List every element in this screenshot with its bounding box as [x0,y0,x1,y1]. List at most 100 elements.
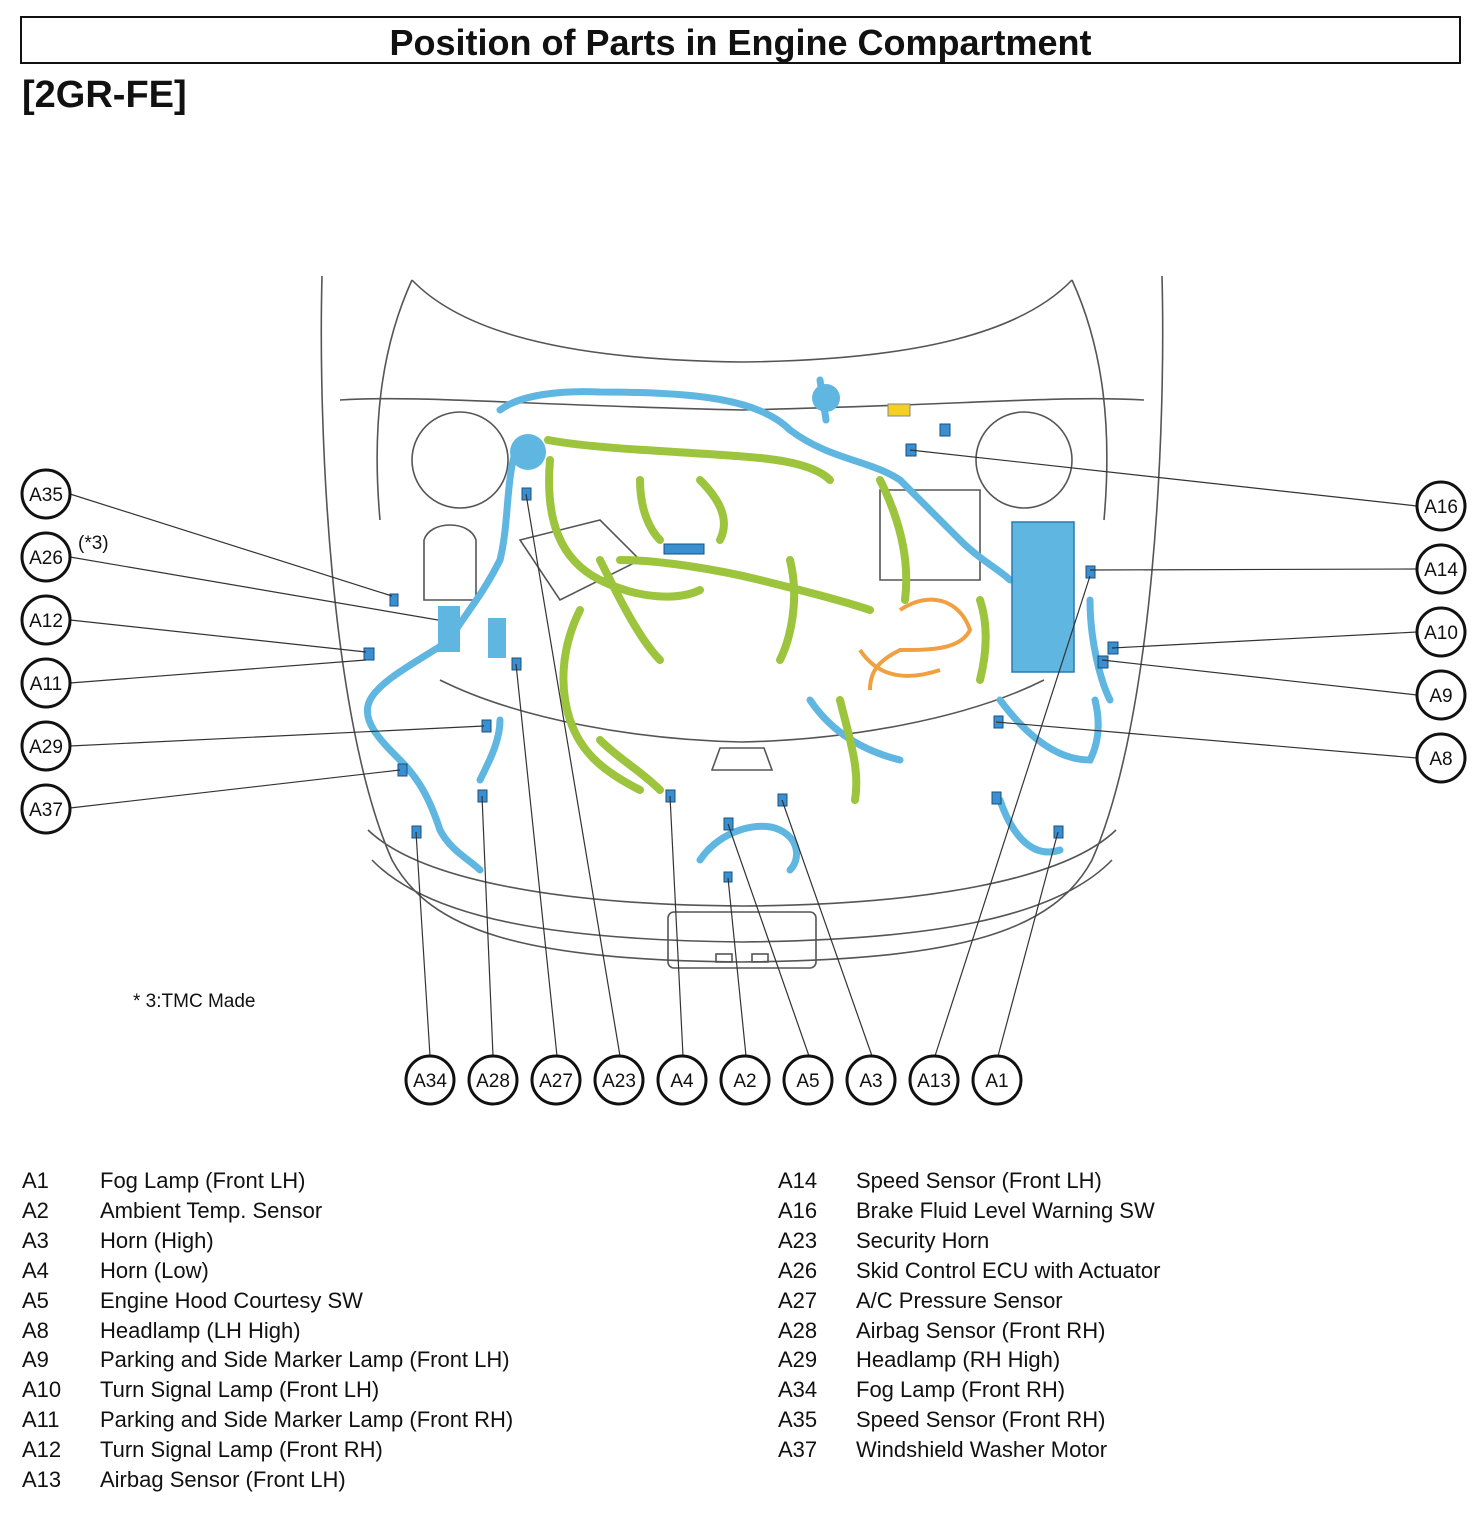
callout-circle [719,1054,771,1106]
legend-name: Parking and Side Marker Lamp (Front RH) [100,1407,514,1433]
callout-circle [908,1054,960,1106]
callout-label: A1 [985,1071,1008,1092]
callout-a3: A3 [845,1054,897,1106]
callout-a29: A29 [20,720,72,772]
callout-label: A13 [917,1071,951,1092]
callout-a1: A1 [971,1054,1023,1106]
leader-lines [69,449,1418,1057]
callout-label: A10 [1424,623,1458,644]
callout-circle [1415,669,1467,721]
legend-name: Windshield Washer Motor [856,1437,1108,1463]
legend-name: Headlamp (LH High) [100,1317,301,1343]
callout-label: A37 [29,800,63,821]
callout-label: A2 [733,1071,756,1092]
legend-code: A11 [22,1407,60,1433]
green-harness [544,436,990,804]
callout-circle [1415,606,1467,658]
callout-a37: A37 [20,783,72,835]
footnote: * 3:TMC Made [133,991,256,1012]
callout-circle [593,1054,645,1106]
callout-label: A5 [796,1071,819,1092]
callout-circle [20,783,72,835]
callout-circle [20,657,72,709]
callout-a26: A26 [20,531,72,583]
callout-circle [782,1054,834,1106]
callout-a4: A4 [656,1054,708,1106]
legend-code: A37 [778,1437,818,1463]
callout-label: A27 [539,1071,573,1092]
legend-name: Speed Sensor (Front LH) [856,1168,1102,1193]
legend-code: A3 [22,1227,49,1253]
legend-name: Fog Lamp (Front RH) [856,1377,1066,1403]
legend-code: A8 [22,1317,49,1343]
legend-code: A26 [778,1257,818,1283]
callout-a10: A10 [1415,606,1467,658]
legend-code: A1 [22,1168,49,1193]
legend-name: Security Horn [856,1227,990,1253]
callout-circle [530,1054,582,1106]
callout-circle [20,594,72,646]
legend-name: Parking and Side Marker Lamp (Front LH) [100,1347,510,1373]
callout-a11: A11 [20,657,72,709]
legend-code: A9 [22,1347,49,1373]
callout-label: A14 [1424,560,1458,581]
legend-code: A4 [22,1257,49,1283]
callout-circle [20,720,72,772]
callout-circle [467,1054,519,1106]
legend-code: A10 [22,1377,62,1403]
legend-name: Airbag Sensor (Front RH) [856,1317,1106,1343]
brake-fluid-reservoir [812,384,840,412]
callout-a35: A35 [20,468,72,520]
legend-code: A5 [22,1287,49,1313]
callout-label: A23 [602,1071,636,1092]
callout-a23: A23 [593,1054,645,1106]
legend-name: Ambient Temp. Sensor [100,1197,323,1223]
callout-label: A8 [1429,749,1452,770]
title-box: Position of Parts in Engine Compartment [20,16,1461,64]
legend-code: A13 [22,1467,62,1492]
legend-name: Turn Signal Lamp (Front LH) [100,1377,380,1403]
skid-control-ecu [438,606,460,652]
callout-a14: A14 [1415,543,1467,595]
legend-code: A28 [778,1317,818,1343]
callout-label: A12 [29,611,63,632]
legend-code: A27 [778,1287,818,1313]
legend-name: Brake Fluid Level Warning SW [856,1197,1155,1223]
legend-code: A29 [778,1347,818,1373]
callout-circle [656,1054,708,1106]
callout-circle [1415,480,1467,532]
callout-label: A11 [30,674,62,695]
legend-name: A/C Pressure Sensor [856,1287,1063,1313]
callout-label: A4 [670,1071,694,1092]
legend-code: A35 [778,1407,818,1433]
callout-a5: A5 [782,1054,834,1106]
callout-label: A9 [1429,686,1452,707]
callout-a12: A12 [20,594,72,646]
callout-label: A26 [29,548,63,569]
legend-name: Airbag Sensor (Front LH) [100,1467,346,1492]
legend-name: Speed Sensor (Front RH) [856,1407,1106,1433]
callout-circle [1415,543,1467,595]
callout-a13: A13 [908,1054,960,1106]
tmc-annotation: (*3) [78,533,109,554]
callout-a34: A34 [404,1054,456,1106]
legend-name: Engine Hood Courtesy SW [100,1287,363,1313]
callout-label: A28 [476,1071,510,1092]
washer-tank-pipe [488,618,506,658]
page-title: Position of Parts in Engine Compartment [389,22,1092,63]
callout-label: A35 [29,485,63,506]
callout-a27: A27 [530,1054,582,1106]
callout-label: A29 [29,737,63,758]
callout-label: A3 [859,1071,882,1092]
legend-code: A12 [22,1437,62,1463]
engine-code: [2GR-FE] [22,74,187,116]
vehicle-outline [320,275,1164,969]
callout-a16: A16 [1415,480,1467,532]
callout-a8: A8 [1415,732,1467,784]
orange-wire [858,597,973,691]
legend-code: A2 [22,1197,49,1223]
fuse-relay-box [1011,521,1075,673]
legend-code: A34 [778,1377,818,1403]
